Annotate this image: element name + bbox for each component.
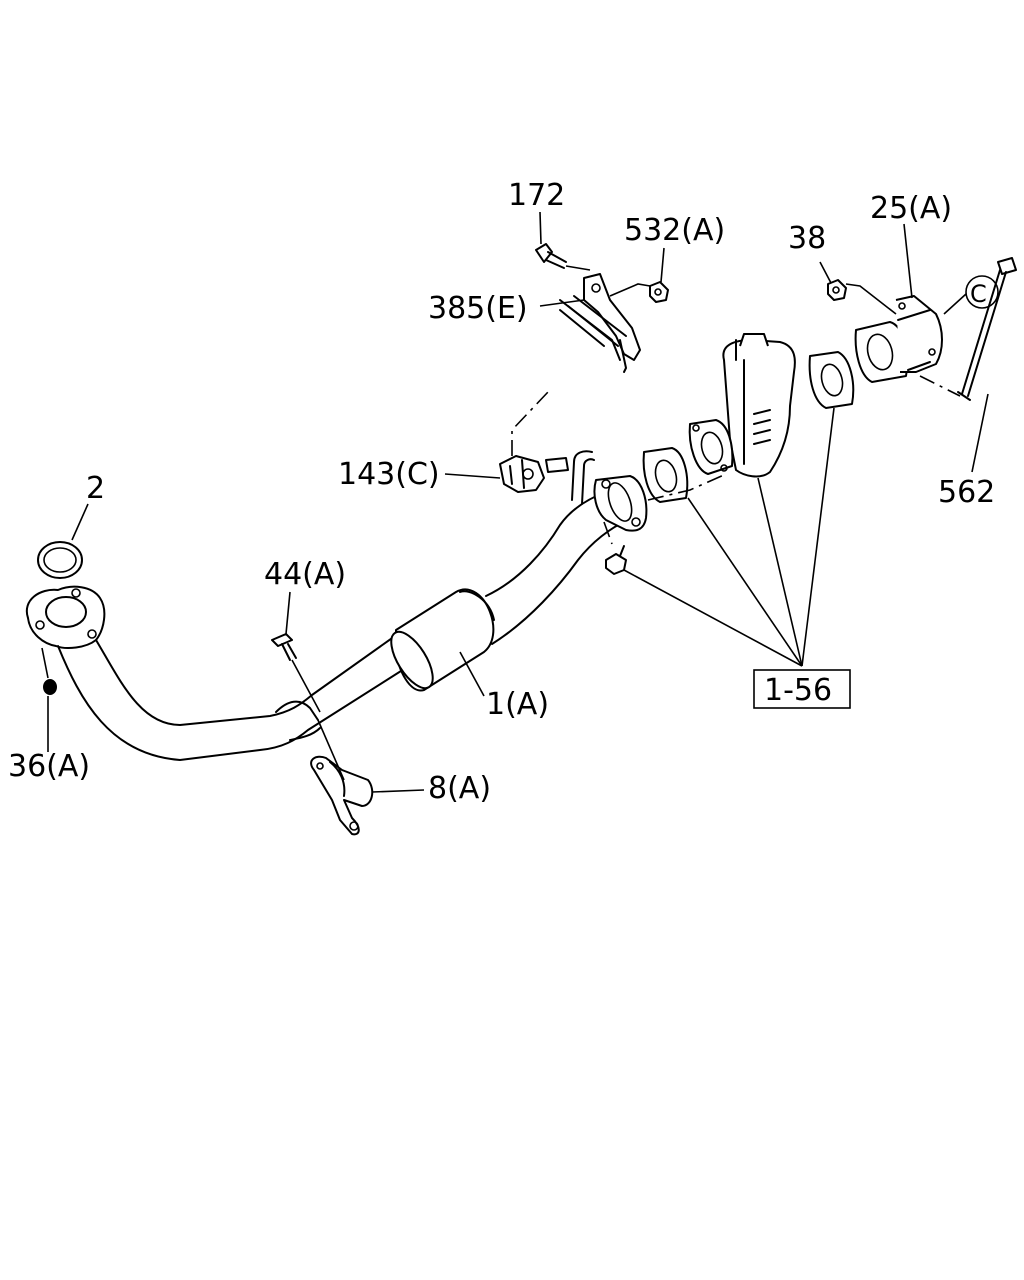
outlet-pipe-25a: [854, 295, 943, 383]
label-38: 38: [788, 221, 826, 256]
label-172: 172: [508, 178, 565, 213]
label-1a: 1(A): [486, 687, 549, 722]
label-532a: 532(A): [624, 213, 725, 248]
bolt-172: [535, 243, 567, 269]
gasket-plates: [642, 351, 855, 503]
nut-36a: [41, 647, 57, 695]
label-1-56: 1-56: [764, 673, 832, 708]
label-c: C: [970, 280, 987, 308]
part-labels: 172 532(A) 38 25(A) C 385(E) 143(C) 562 …: [8, 178, 999, 806]
label-8a: 8(A): [428, 771, 491, 806]
bracket-8a: [310, 719, 374, 836]
rubber-hanger-143c: [499, 455, 569, 493]
label-2: 2: [86, 471, 105, 506]
label-143c: 143(C): [338, 457, 440, 492]
label-562: 562: [938, 475, 995, 510]
reference-box-1-56: [753, 669, 851, 709]
gasket-ring: [37, 541, 83, 579]
label-25a: 25(A): [870, 191, 952, 226]
bracket-385e: [559, 273, 641, 373]
leader-lines: [47, 211, 989, 793]
front-exhaust-pipe: [25, 450, 648, 761]
reference-circle-c: [965, 275, 999, 309]
nut-38: [827, 279, 847, 301]
bolt-44a: [271, 633, 321, 713]
bolt-562: [957, 257, 1017, 401]
label-385e: 385(E): [428, 291, 528, 326]
nut-532a: [649, 281, 669, 303]
label-36a: 36(A): [8, 749, 90, 784]
assembly-lines: [511, 375, 961, 545]
nut-rear-flange: [605, 545, 627, 575]
label-44a: 44(A): [264, 557, 346, 592]
resonator-assembly: [688, 333, 796, 478]
